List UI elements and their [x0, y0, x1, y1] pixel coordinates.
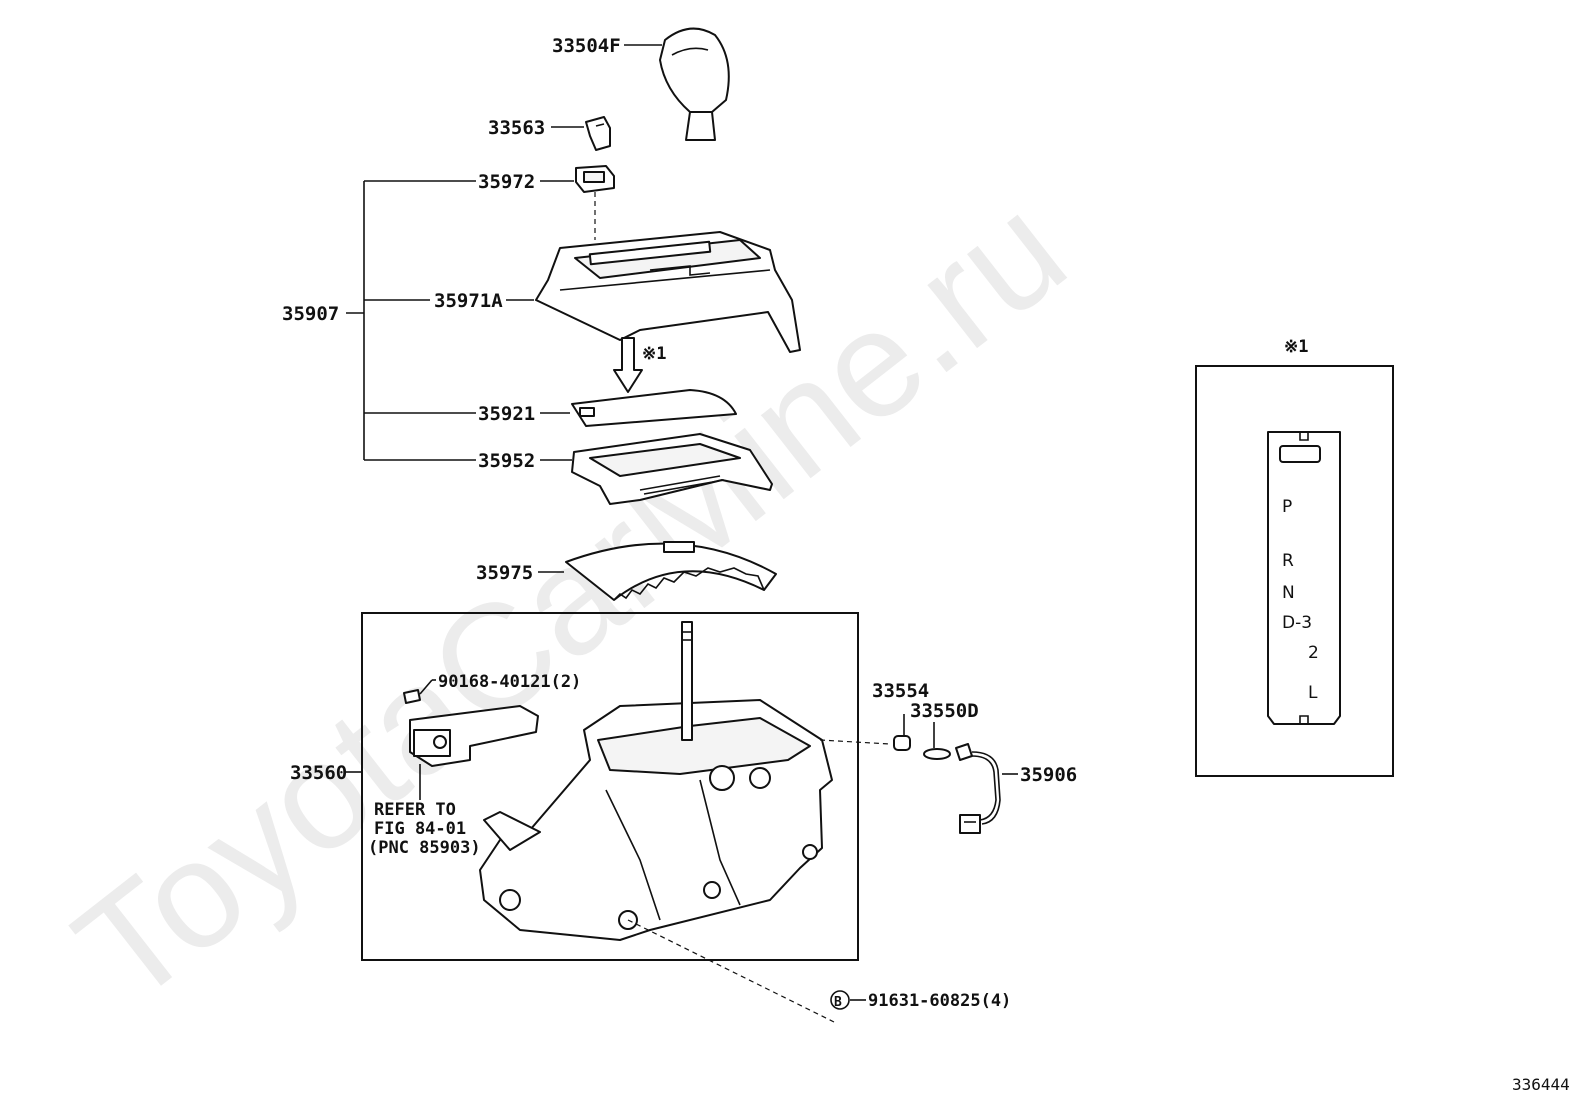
label-33554: 33554: [872, 680, 929, 702]
refer-text-line3: (PNC 85903): [368, 838, 481, 858]
label-33550D: 33550D: [910, 700, 979, 722]
refer-text-line1: REFER TO: [374, 800, 456, 820]
inset-box: [1195, 365, 1394, 777]
label-33560: 33560: [290, 762, 347, 784]
gate-position-P: P: [1282, 497, 1292, 517]
shift-lock-solenoid: [403, 689, 539, 767]
refer-text-line2: FIG 84-01: [374, 819, 466, 839]
shift-lever-base: [479, 621, 833, 941]
shift-button: [585, 116, 611, 151]
lever-assembly-box: [361, 612, 859, 961]
bulb: [923, 722, 951, 760]
shift-knob: [659, 27, 730, 141]
indicator-panel: [571, 433, 773, 505]
note-arrow-label: ※1: [642, 344, 666, 364]
figure-id: 336444: [1512, 1075, 1570, 1094]
label-33504F: 33504F: [552, 35, 621, 57]
label-35907: 35907: [282, 303, 339, 325]
bolt-marker-letter: B: [834, 995, 842, 1010]
label-91631-60825: 91631-60825(4): [868, 991, 1011, 1011]
gate-position-2: 2: [1308, 643, 1319, 663]
inset-title: ※1: [1284, 337, 1308, 357]
dust-cover: [565, 541, 777, 601]
gate-position-L: L: [1308, 683, 1318, 703]
indicator-plate-detail: [1267, 431, 1341, 725]
down-arrow-icon: [613, 337, 643, 393]
bolt-marker-icon: B: [830, 990, 850, 1010]
button-housing: [575, 165, 615, 193]
label-35921: 35921: [478, 403, 535, 425]
gate-position-N: N: [1282, 583, 1295, 603]
gate-position-R: R: [1282, 551, 1294, 571]
label-35972: 35972: [478, 171, 535, 193]
label-35906: 35906: [1020, 764, 1077, 786]
gate-position-D3: D-3: [1282, 613, 1312, 633]
bulb-socket: [893, 714, 911, 751]
indicator-plate: [571, 389, 737, 427]
wire-harness: [955, 743, 1001, 834]
assembly-bracket: [346, 180, 476, 461]
label-35971A: 35971A: [434, 290, 503, 312]
label-35975: 35975: [476, 562, 533, 584]
indicator-housing: [535, 231, 801, 353]
label-35952: 35952: [478, 450, 535, 472]
label-90168-40121: 90168-40121(2): [438, 672, 581, 692]
label-33563: 33563: [488, 117, 545, 139]
